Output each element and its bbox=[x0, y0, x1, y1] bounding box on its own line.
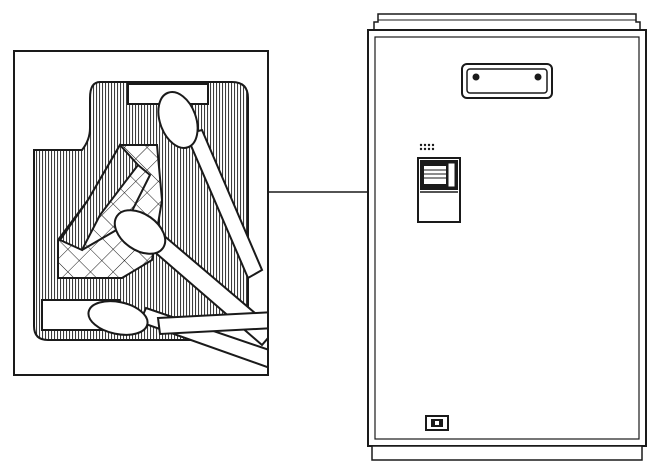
cabinet-base bbox=[371, 445, 643, 461]
cabinet-body bbox=[367, 29, 647, 447]
indicator-dots-icon bbox=[419, 143, 435, 151]
handle-screw-right-icon bbox=[534, 73, 542, 81]
cabinet-lid bbox=[373, 13, 641, 31]
control-panel-module bbox=[417, 143, 461, 223]
handle-screw-left-icon bbox=[472, 73, 480, 81]
cleaning-swab-3 bbox=[87, 300, 268, 369]
cleaning-swab-1 bbox=[157, 91, 264, 280]
detail-inset bbox=[13, 50, 269, 376]
device-cabinet bbox=[367, 13, 647, 461]
power-switch bbox=[425, 415, 449, 431]
carry-handle bbox=[461, 63, 553, 99]
